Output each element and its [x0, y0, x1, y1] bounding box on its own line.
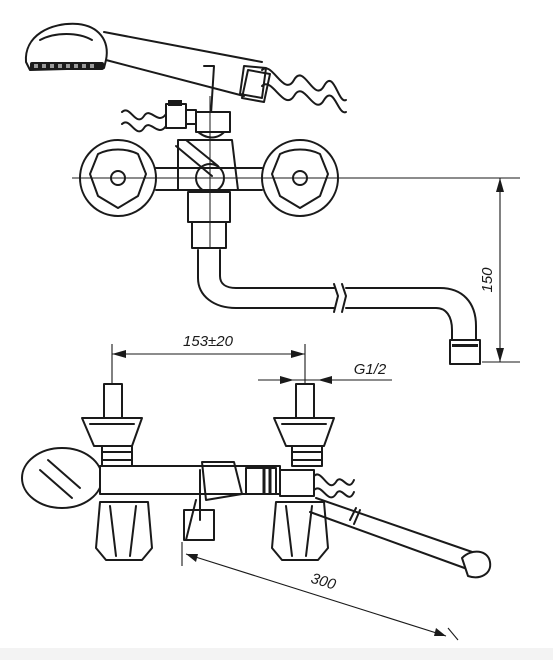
- hose-connector-left: [121, 100, 197, 133]
- diverter-body: [175, 65, 239, 249]
- shower-head: [24, 22, 267, 99]
- top-view: 150: [24, 22, 520, 365]
- dimension-hose-length: 300: [181, 542, 459, 641]
- dimension-label-height: 150: [479, 267, 496, 293]
- handle-right-front: [271, 501, 329, 561]
- main-body-front: [99, 461, 315, 521]
- valve-left-front: [81, 383, 143, 467]
- dimension-height: 150: [479, 178, 520, 363]
- dimension-thread: G1/2: [258, 361, 392, 384]
- handle-left-front: [95, 501, 153, 561]
- hose-connector-front: [313, 473, 355, 499]
- spout-front: [183, 499, 215, 541]
- footer-band: [0, 648, 553, 660]
- dimension-label-spacing: 153±20: [183, 333, 234, 350]
- shower-hose-front: [309, 497, 492, 579]
- spout: [197, 249, 481, 365]
- dimension-spacing: 153±20: [111, 333, 306, 394]
- dimension-label-thread: G1/2: [354, 361, 387, 378]
- shower-head-side: [21, 447, 103, 509]
- dimension-label-hose-length: 300: [309, 570, 339, 594]
- shower-hose-top: [241, 67, 347, 114]
- front-view: 153±20 G1/2: [21, 333, 492, 641]
- valve-right-front: [273, 383, 335, 467]
